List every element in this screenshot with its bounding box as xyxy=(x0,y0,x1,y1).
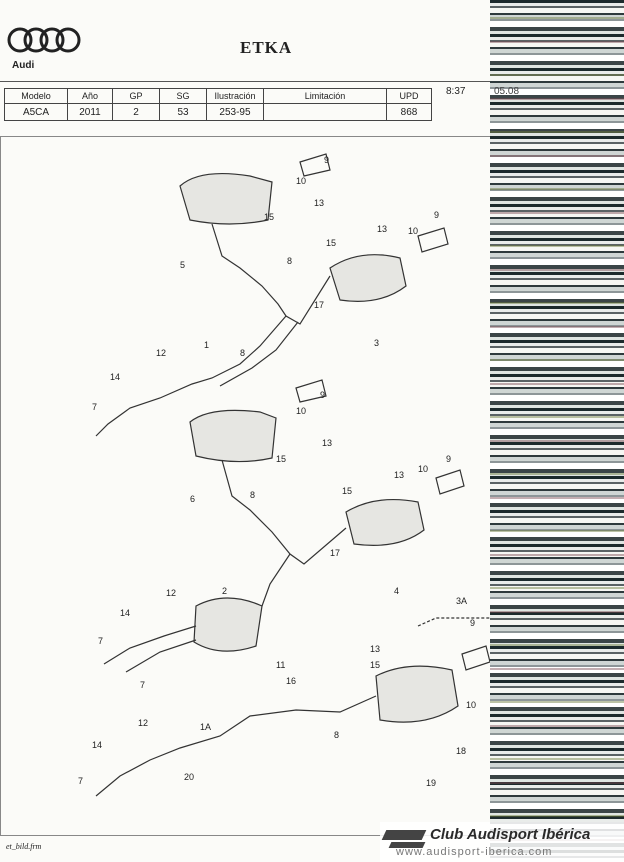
brand-name: Audi xyxy=(12,60,35,71)
scan-artifact-tint xyxy=(490,0,624,862)
tailpipe-b-left xyxy=(295,379,327,403)
svg-text:3: 3 xyxy=(374,338,379,348)
club-url: www.audisport-iberica.com xyxy=(396,846,553,858)
svg-text:17: 17 xyxy=(314,300,324,310)
svg-text:1A: 1A xyxy=(200,722,211,732)
col-gp: GP xyxy=(112,88,160,104)
svg-text:8: 8 xyxy=(334,730,339,740)
val-limitacion xyxy=(263,103,387,121)
page-title: ETKA xyxy=(240,38,293,57)
svg-text:9: 9 xyxy=(434,210,439,220)
club-watermark: Club Audisport Ibérica www.audisport-ibe… xyxy=(380,822,624,862)
rear-muffler-b-right xyxy=(345,498,425,546)
svg-text:10: 10 xyxy=(296,176,306,186)
svg-text:2: 2 xyxy=(222,586,227,596)
tailpipe-c xyxy=(461,645,490,671)
svg-text:13: 13 xyxy=(322,438,332,448)
svg-text:15: 15 xyxy=(342,486,352,496)
svg-text:11: 11 xyxy=(276,660,285,670)
svg-text:15: 15 xyxy=(326,238,336,248)
svg-text:13: 13 xyxy=(370,644,380,654)
svg-text:20: 20 xyxy=(184,772,194,782)
svg-text:9: 9 xyxy=(470,618,475,628)
svg-text:15: 15 xyxy=(370,660,380,670)
val-modelo: A5CA xyxy=(4,103,68,121)
header-divider xyxy=(0,81,492,82)
col-upd: UPD xyxy=(386,88,432,104)
svg-text:10: 10 xyxy=(418,464,428,474)
svg-text:5: 5 xyxy=(180,260,185,270)
svg-text:8: 8 xyxy=(287,256,292,266)
svg-text:6: 6 xyxy=(190,494,195,504)
rear-muffler-a-right xyxy=(329,254,407,302)
svg-text:9: 9 xyxy=(324,155,329,165)
svg-text:14: 14 xyxy=(92,740,102,750)
svg-text:14: 14 xyxy=(120,608,130,618)
svg-text:7: 7 xyxy=(92,402,97,412)
svg-text:10: 10 xyxy=(408,226,418,236)
svg-text:15: 15 xyxy=(264,212,274,222)
val-sg: 53 xyxy=(159,103,207,121)
val-upd: 868 xyxy=(386,103,432,121)
col-sg: SG xyxy=(159,88,207,104)
tailpipe-a-left xyxy=(299,153,331,177)
print-date: 05.08 xyxy=(494,86,520,97)
svg-text:9: 9 xyxy=(320,390,325,400)
col-modelo: Modelo xyxy=(4,88,68,104)
svg-text:10: 10 xyxy=(466,700,476,710)
svg-text:4: 4 xyxy=(394,586,399,596)
val-ano: 2011 xyxy=(67,103,113,121)
center-muffler-b xyxy=(193,597,263,652)
col-ano: Año xyxy=(67,88,113,104)
val-ilustracion: 253-95 xyxy=(206,103,264,121)
club-name: Club Audisport Ibérica xyxy=(430,826,591,843)
svg-text:12: 12 xyxy=(166,588,176,598)
scan-artifact-stripes xyxy=(490,0,624,862)
rear-muffler-b-left xyxy=(189,409,277,463)
svg-text:13: 13 xyxy=(377,224,387,234)
source-filename: et_bild.frm xyxy=(6,842,42,851)
diagram-frame xyxy=(0,136,491,836)
svg-text:1: 1 xyxy=(204,340,209,350)
svg-text:19: 19 xyxy=(426,778,436,788)
svg-text:8: 8 xyxy=(250,490,255,500)
svg-text:14: 14 xyxy=(110,372,120,382)
svg-text:13: 13 xyxy=(314,198,324,208)
svg-text:13: 13 xyxy=(394,470,404,480)
col-ilustracion: Ilustración xyxy=(206,88,264,104)
svg-text:7: 7 xyxy=(98,636,103,646)
svg-text:9: 9 xyxy=(446,454,451,464)
svg-text:10: 10 xyxy=(296,406,306,416)
tailpipe-b-right xyxy=(435,469,465,495)
model-info-table: Modelo Año GP SG Ilustración Limitación … xyxy=(4,88,432,121)
audi-rings-logo xyxy=(6,24,82,72)
svg-text:8: 8 xyxy=(240,348,245,358)
svg-text:16: 16 xyxy=(286,676,296,686)
svg-text:12: 12 xyxy=(138,718,148,728)
club-logo-mark xyxy=(381,830,427,840)
svg-text:7: 7 xyxy=(140,680,145,690)
svg-text:17: 17 xyxy=(330,548,340,558)
svg-text:15: 15 xyxy=(276,454,286,464)
svg-text:12: 12 xyxy=(156,348,166,358)
tailpipe-a-right xyxy=(417,227,449,253)
svg-text:7: 7 xyxy=(78,776,83,786)
rear-muffler-a-left xyxy=(179,172,273,225)
val-gp: 2 xyxy=(112,103,160,121)
rear-muffler-c xyxy=(375,665,459,723)
svg-text:3A: 3A xyxy=(456,596,467,606)
svg-text:18: 18 xyxy=(456,746,466,756)
print-time: 8:37 xyxy=(446,86,466,97)
col-limitacion: Limitación xyxy=(263,88,387,104)
